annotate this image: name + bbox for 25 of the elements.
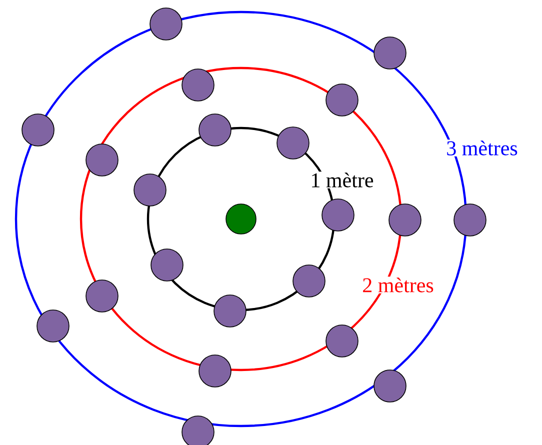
particle-dot bbox=[322, 198, 354, 232]
particle-dot bbox=[134, 174, 166, 206]
particle-dot bbox=[86, 280, 118, 312]
particle-dot bbox=[374, 36, 406, 70]
particle-dot bbox=[326, 84, 358, 116]
center-dot bbox=[226, 204, 256, 234]
particle-dot bbox=[388, 204, 422, 236]
particle-dot bbox=[292, 264, 326, 298]
particle-dot bbox=[276, 126, 310, 160]
particle-dot bbox=[454, 204, 486, 236]
particle-dot bbox=[36, 310, 70, 342]
distance-label: 2 mètres bbox=[361, 276, 435, 294]
particle-dot bbox=[86, 144, 118, 176]
particle-dot bbox=[198, 354, 232, 388]
particle-dot bbox=[22, 114, 54, 146]
particle-dot bbox=[150, 248, 184, 282]
particle-dot bbox=[182, 416, 214, 445]
particle-dot bbox=[198, 114, 232, 146]
particle-dot bbox=[326, 324, 358, 358]
particle-dot bbox=[374, 370, 406, 402]
particle-dot bbox=[150, 8, 182, 40]
distance-label: 1 mètre bbox=[309, 172, 375, 188]
distance-label: 3 mètres bbox=[445, 140, 519, 156]
particle-dot bbox=[214, 294, 246, 328]
particle-dot bbox=[182, 68, 214, 102]
